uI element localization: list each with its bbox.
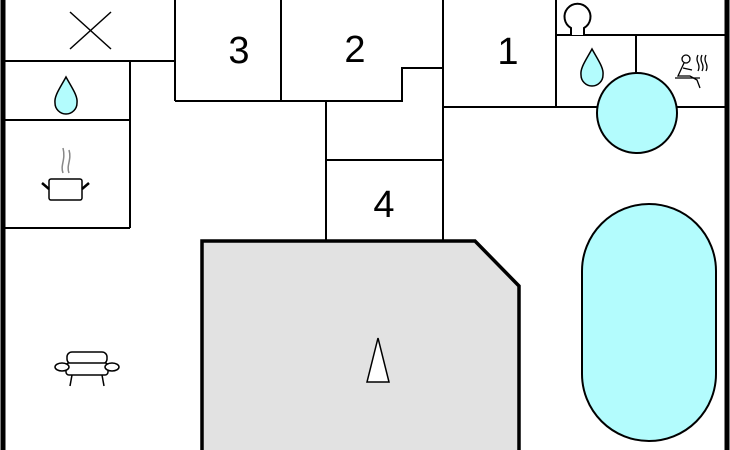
cooking-pot-icon	[41, 147, 90, 201]
shower-drop-icon	[580, 47, 604, 87]
no-bed-x-icon	[69, 11, 112, 50]
water-drop-icon	[54, 75, 78, 115]
sauna-icon	[675, 54, 708, 89]
terrace-area	[200, 239, 521, 450]
room-4-label: 4	[373, 184, 394, 226]
room-2-label: 2	[344, 29, 365, 71]
room-3-label: 3	[228, 30, 249, 72]
toilet-icon	[563, 2, 592, 35]
room-1-label: 1	[497, 31, 518, 73]
hot-tub-icon	[596, 72, 678, 154]
north-arrow-icon	[366, 337, 390, 383]
pool-icon	[581, 203, 717, 442]
sofa-icon	[54, 351, 120, 387]
